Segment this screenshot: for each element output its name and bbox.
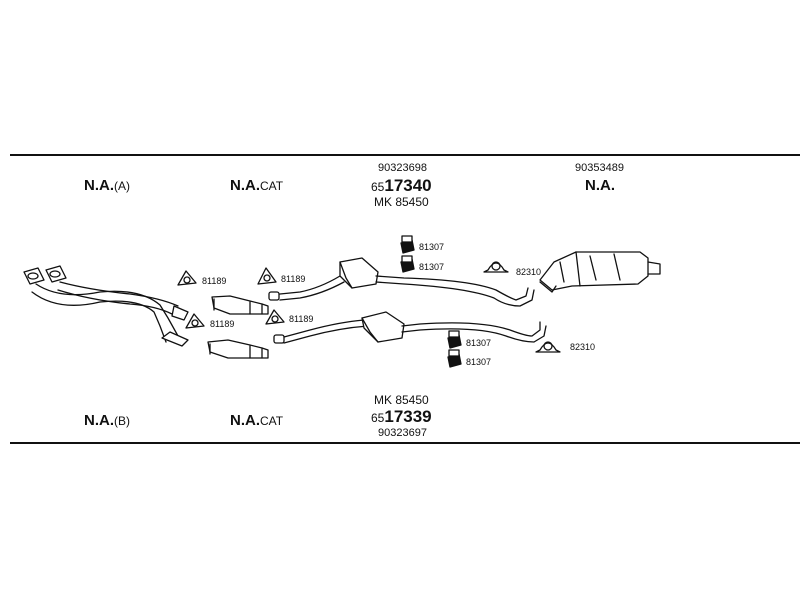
mount-label-bot-2: 81307: [466, 357, 492, 367]
na-cat-top-main: N.A.: [230, 177, 260, 194]
part-main-top: 17340: [384, 176, 432, 195]
part-main-bottom: 17339: [384, 407, 432, 426]
clamps: [483, 261, 561, 353]
label-na-cat-bottom: N.A.CAT: [230, 413, 283, 428]
front-downpipe: [23, 265, 189, 347]
flange-rings: [268, 291, 285, 344]
rear-muffler: [539, 251, 661, 293]
upper-intermediate-pipe: [279, 257, 535, 307]
mk-number-top: MK 85450: [374, 195, 429, 209]
gasket-label-2: 81189: [281, 274, 306, 284]
gasket-label-4: 81189: [289, 314, 314, 324]
part-number-top-center: 6517340: [371, 177, 432, 194]
mount-label-top-2: 81307: [419, 262, 445, 272]
label-na-a: N.A.(A): [84, 178, 130, 193]
ref-number-bottom-center: 90323697: [378, 427, 427, 439]
na-b-suffix: (B): [114, 414, 130, 428]
ref-number-top-center: 90323698: [378, 162, 427, 174]
gasket-label-1: 81189: [202, 276, 227, 286]
ref-number-top-right: 90353489: [575, 162, 624, 174]
na-cat-bottom-main: N.A.: [230, 412, 260, 429]
lower-intermediate-pipe: [283, 311, 547, 344]
na-a-main: N.A.: [84, 177, 114, 194]
na-cat-bottom-suffix: CAT: [260, 414, 284, 428]
gasket-label-3: 81189: [210, 319, 235, 329]
label-na-b: N.A.(B): [84, 413, 130, 428]
rubber-mounts: [400, 235, 462, 368]
clamp-label-bottom: 82310: [570, 342, 596, 352]
catalytic-converters: [207, 295, 269, 359]
na-a-suffix: (A): [114, 179, 130, 193]
bottom-border-line: [10, 442, 800, 444]
mount-label-bot-1: 81307: [466, 338, 492, 348]
part-number-bottom-center: 6517339: [371, 408, 432, 425]
part-prefix-top: 65: [371, 180, 385, 194]
mk-number-bottom: MK 85450: [374, 393, 429, 407]
na-cat-top-suffix: CAT: [260, 179, 284, 193]
mount-label-top-1: 81307: [419, 242, 445, 252]
label-na-top-right: N.A.: [585, 177, 615, 194]
label-na-cat-top: N.A.CAT: [230, 178, 283, 193]
top-border-line: [10, 154, 800, 156]
gasket-icons: [177, 267, 285, 329]
part-prefix-bottom: 65: [371, 411, 385, 425]
clamp-label-top: 82310: [516, 267, 542, 277]
na-b-main: N.A.: [84, 412, 114, 429]
